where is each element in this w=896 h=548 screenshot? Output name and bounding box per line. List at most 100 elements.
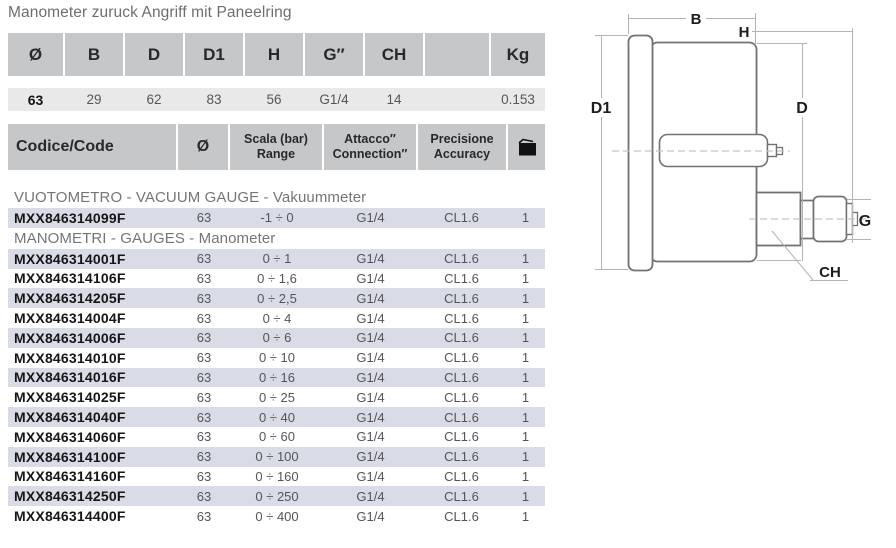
label-backgrounds [585, 98, 812, 117]
cell-diameter: 63 [196, 508, 212, 524]
cell-qty: 1 [521, 409, 530, 425]
cell-scale: 0 ÷ 160 [255, 468, 299, 484]
cell-code: MXX846314010F [14, 349, 126, 366]
cell-code: MXX846314400F [14, 508, 126, 525]
spec-value-g: G1/4 [319, 92, 349, 107]
cell-connection: G1/4 [356, 310, 385, 326]
cell-diameter: 63 [196, 210, 212, 226]
cell-connection: G1/4 [356, 369, 385, 385]
cell-qty: 1 [521, 270, 530, 286]
column-header-scale: Scala (bar) Range [230, 124, 322, 170]
cell-accuracy: CL1.6 [444, 389, 479, 405]
cell-diameter: 63 [196, 369, 212, 385]
cell-connection: G1/4 [356, 468, 385, 484]
dim-label-h: H [739, 24, 750, 41]
cell-scale: -1 ÷ 0 [260, 210, 294, 226]
cell-code: MXX846314106F [14, 270, 126, 287]
cell-scale: 0 ÷ 2,5 [257, 290, 297, 306]
cell-diameter: 63 [196, 290, 212, 306]
center-lines [612, 150, 871, 220]
cell-scale: 0 ÷ 10 [258, 350, 296, 366]
cell-accuracy: CL1.6 [444, 330, 479, 346]
cell-diameter: 63 [196, 449, 212, 465]
column-header-scale-line2: Range [256, 147, 296, 161]
product-row: MXX846314250F 63 0 ÷ 250 G1/4 CL1.6 1 [8, 486, 545, 507]
cell-connection: G1/4 [356, 210, 385, 226]
gauge-outline [627, 34, 859, 272]
spec-value-diameter: 63 [27, 91, 44, 108]
cell-connection: G1/4 [356, 488, 385, 504]
cell-qty: 1 [521, 369, 530, 385]
cell-diameter: 63 [196, 310, 212, 326]
dim-label-d: D [796, 100, 808, 117]
product-row: MXX846314205F 63 0 ÷ 2,5 G1/4 CL1.6 1 [8, 288, 545, 309]
column-header-connection-line2: Connection″ [332, 147, 408, 161]
cell-accuracy: CL1.6 [444, 508, 479, 524]
gauge-side-view-diagram: B H D1 D G CH [585, 11, 871, 281]
section-title: VUOTOMETRO - VACUUM GAUGE - Vakuummeter [14, 189, 367, 206]
cell-qty: 1 [521, 290, 530, 306]
cell-accuracy: CL1.6 [444, 290, 479, 306]
cell-scale: 0 ÷ 16 [258, 369, 296, 385]
cell-scale: 0 ÷ 100 [255, 449, 299, 465]
cell-code: MXX846314205F [14, 290, 126, 307]
cell-qty: 1 [521, 210, 530, 226]
cell-scale: 0 ÷ 400 [255, 508, 299, 524]
spec-header-kg: Kg [491, 33, 545, 76]
ch-leader-diagonal [771, 230, 814, 281]
cell-connection: G1/4 [356, 290, 385, 306]
cell-code: MXX846314006F [14, 329, 126, 346]
cell-diameter: 63 [196, 251, 212, 267]
products-table-header-row: Codice/Code Ø Scala (bar) Range Attacco″… [8, 124, 545, 170]
spec-value-ch: 14 [386, 92, 402, 107]
column-header-connection-line1: Attacco″ [344, 132, 396, 147]
spec-value-kg: 0.153 [501, 92, 535, 107]
cell-diameter: 63 [196, 350, 212, 366]
section-header-row: MANOMETRI - GAUGES - Manometer [8, 228, 545, 249]
product-row: MXX846314001F 63 0 ÷ 1 G1/4 CL1.6 1 [8, 248, 545, 269]
column-header-package [508, 124, 545, 170]
cell-connection: G1/4 [356, 508, 385, 524]
section-title: MANOMETRI - GAUGES - Manometer [14, 229, 276, 247]
cell-scale: 0 ÷ 4 [262, 310, 292, 326]
column-header-accuracy: Precisione Accuracy [418, 124, 506, 170]
cell-diameter: 63 [196, 389, 212, 405]
panel-ring [627, 34, 654, 272]
cell-qty: 1 [521, 488, 530, 504]
cell-accuracy: CL1.6 [444, 409, 479, 425]
column-header-scale-line1: Scala (bar) [244, 132, 308, 147]
products-table-body: VUOTOMETRO - VACUUM GAUGE - Vakuummeter … [8, 187, 545, 526]
product-row: MXX846314010F 63 0 ÷ 10 G1/4 CL1.6 1 [8, 348, 545, 368]
spec-header-d: D [125, 33, 183, 76]
cell-qty: 1 [521, 389, 530, 405]
product-row: MXX846314060F 63 0 ÷ 60 G1/4 CL1.6 1 [8, 427, 545, 447]
cell-scale: 0 ÷ 60 [258, 429, 296, 445]
product-row: MXX846314106F 63 0 ÷ 1,6 G1/4 CL1.6 1 [8, 269, 545, 289]
package-icon [517, 138, 536, 155]
cell-diameter: 63 [196, 409, 212, 425]
cell-connection: G1/4 [356, 389, 385, 405]
spec-header-g: G″ [305, 33, 363, 76]
cell-code: MXX846314250F [14, 488, 126, 505]
cell-scale: 0 ÷ 40 [258, 409, 296, 425]
cell-qty: 1 [521, 508, 530, 524]
cell-code: MXX846314060F [14, 428, 126, 445]
cell-code: MXX846314100F [14, 448, 126, 465]
product-row: MXX846314006F 63 0 ÷ 6 G1/4 CL1.6 1 [8, 327, 545, 348]
cell-qty: 1 [521, 330, 530, 346]
cell-accuracy: CL1.6 [444, 468, 479, 484]
dimension-lines [595, 13, 871, 281]
product-row: MXX846314100F 63 0 ÷ 100 G1/4 CL1.6 1 [8, 446, 545, 467]
cell-accuracy: CL1.6 [444, 350, 479, 366]
cell-connection: G1/4 [356, 449, 385, 465]
cell-accuracy: CL1.6 [444, 429, 479, 445]
spec-header-ch: CH [365, 33, 423, 76]
dim-label-ch: CH [819, 264, 841, 281]
page-title: Manometer zuruck Angriff mit Paneelring [8, 4, 292, 21]
cell-code: MXX846314001F [14, 250, 126, 267]
cell-connection: G1/4 [356, 330, 385, 346]
spec-value-empty [425, 88, 489, 111]
cell-connection: G1/4 [356, 270, 385, 286]
cell-connection: G1/4 [356, 251, 385, 267]
cell-accuracy: CL1.6 [444, 270, 479, 286]
